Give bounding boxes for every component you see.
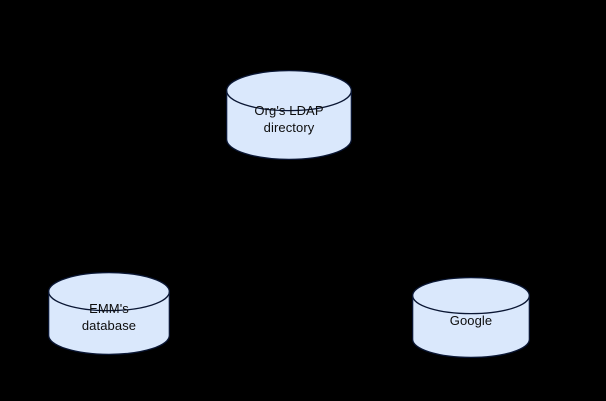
google-node[interactable]: Google bbox=[412, 277, 530, 358]
emm-database-node[interactable]: EMM's database bbox=[48, 272, 170, 355]
cylinder-shape-emm bbox=[48, 272, 170, 355]
cylinder-shape-ldap bbox=[226, 70, 352, 160]
cylinder-shape-google bbox=[412, 277, 530, 358]
ldap-directory-node[interactable]: Org's LDAP directory bbox=[226, 70, 352, 160]
